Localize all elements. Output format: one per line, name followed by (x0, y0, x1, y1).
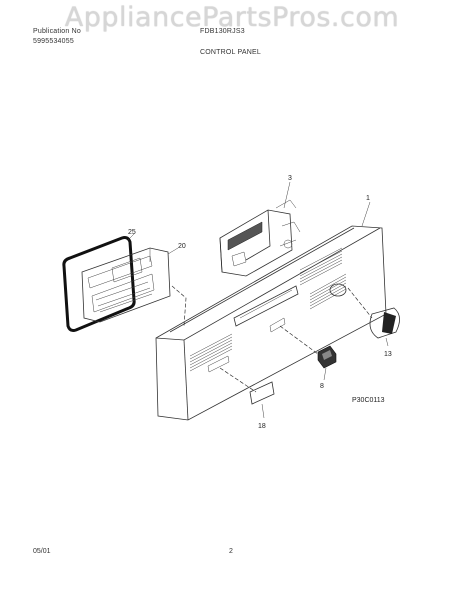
callout-3: 3 (288, 175, 292, 182)
callout-13: 13 (384, 351, 392, 358)
part-8-switch (317, 345, 337, 369)
diagram-code: P30C0113 (352, 397, 385, 404)
callout-1: 1 (366, 195, 370, 202)
part-1-control-panel (155, 225, 387, 421)
footer-page-number: 2 (229, 548, 233, 555)
callout-18: 18 (258, 423, 266, 430)
footer-date: 05/01 (33, 548, 51, 555)
leader-lines (127, 181, 389, 419)
watermark-text: AppliancePartsPros.com (64, 2, 400, 33)
callout-20: 20 (178, 243, 186, 250)
part-3-timer (219, 199, 301, 277)
part-25-gasket (62, 236, 136, 332)
callout-25: 25 (128, 229, 136, 236)
part-20-dispenser (81, 247, 171, 323)
publication-number: 5995534055 (33, 38, 74, 45)
callout-8: 8 (320, 383, 324, 390)
model-number: FDB130RJS3 (200, 28, 245, 35)
section-title: CONTROL PANEL (200, 49, 261, 56)
part-13-knob (369, 307, 400, 339)
publication-label: Publication No (33, 28, 81, 35)
part-18-label (249, 381, 275, 405)
